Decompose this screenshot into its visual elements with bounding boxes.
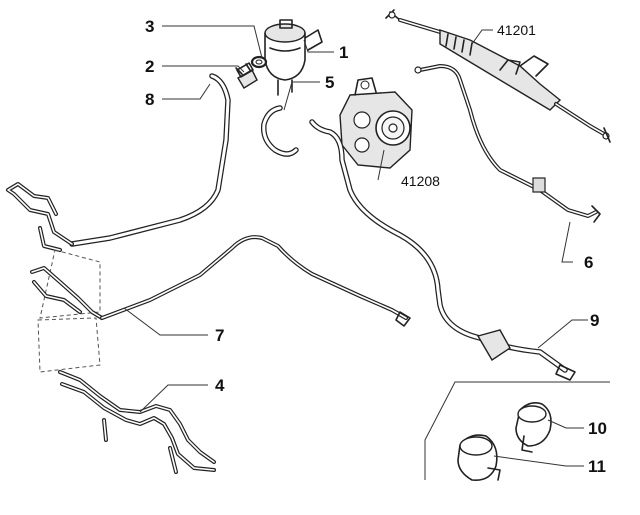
callout-11: 11: [588, 457, 606, 476]
callout-10: 10: [588, 419, 607, 438]
power-steering-pump: [339, 77, 413, 169]
cooler-coil-middle: [30, 266, 104, 320]
callout-41208: 41208: [401, 173, 440, 189]
callout-4: 4: [215, 376, 225, 395]
callout-6: 6: [584, 253, 593, 272]
fluid-reservoir: [264, 19, 323, 96]
hose-5: [260, 105, 299, 157]
callout-2: 2: [145, 57, 154, 76]
pipe-9: [309, 119, 576, 381]
callout-7: 7: [215, 326, 224, 345]
leader-lines: [123, 25, 588, 467]
cooler-coil-upper: [6, 182, 74, 252]
seal-ring: [250, 55, 268, 69]
cooler-pipe-4: [58, 370, 216, 474]
clamp-11: [457, 434, 501, 482]
union-bolt: [235, 62, 258, 89]
pipe-6: [414, 64, 601, 223]
cooler-outline: [37, 249, 101, 373]
steering-rack: [385, 9, 611, 143]
callout-8: 8: [145, 90, 154, 109]
callout-5: 5: [325, 73, 334, 92]
hose-8: [69, 73, 231, 247]
callout-1: 1: [339, 43, 348, 62]
clamp-inset-frame: [424, 381, 610, 480]
pipe-7: [100, 235, 411, 327]
callout-9: 9: [590, 311, 599, 330]
clamp-10: [515, 402, 552, 453]
callout-41201: 41201: [497, 22, 536, 38]
callout-3: 3: [145, 17, 154, 36]
